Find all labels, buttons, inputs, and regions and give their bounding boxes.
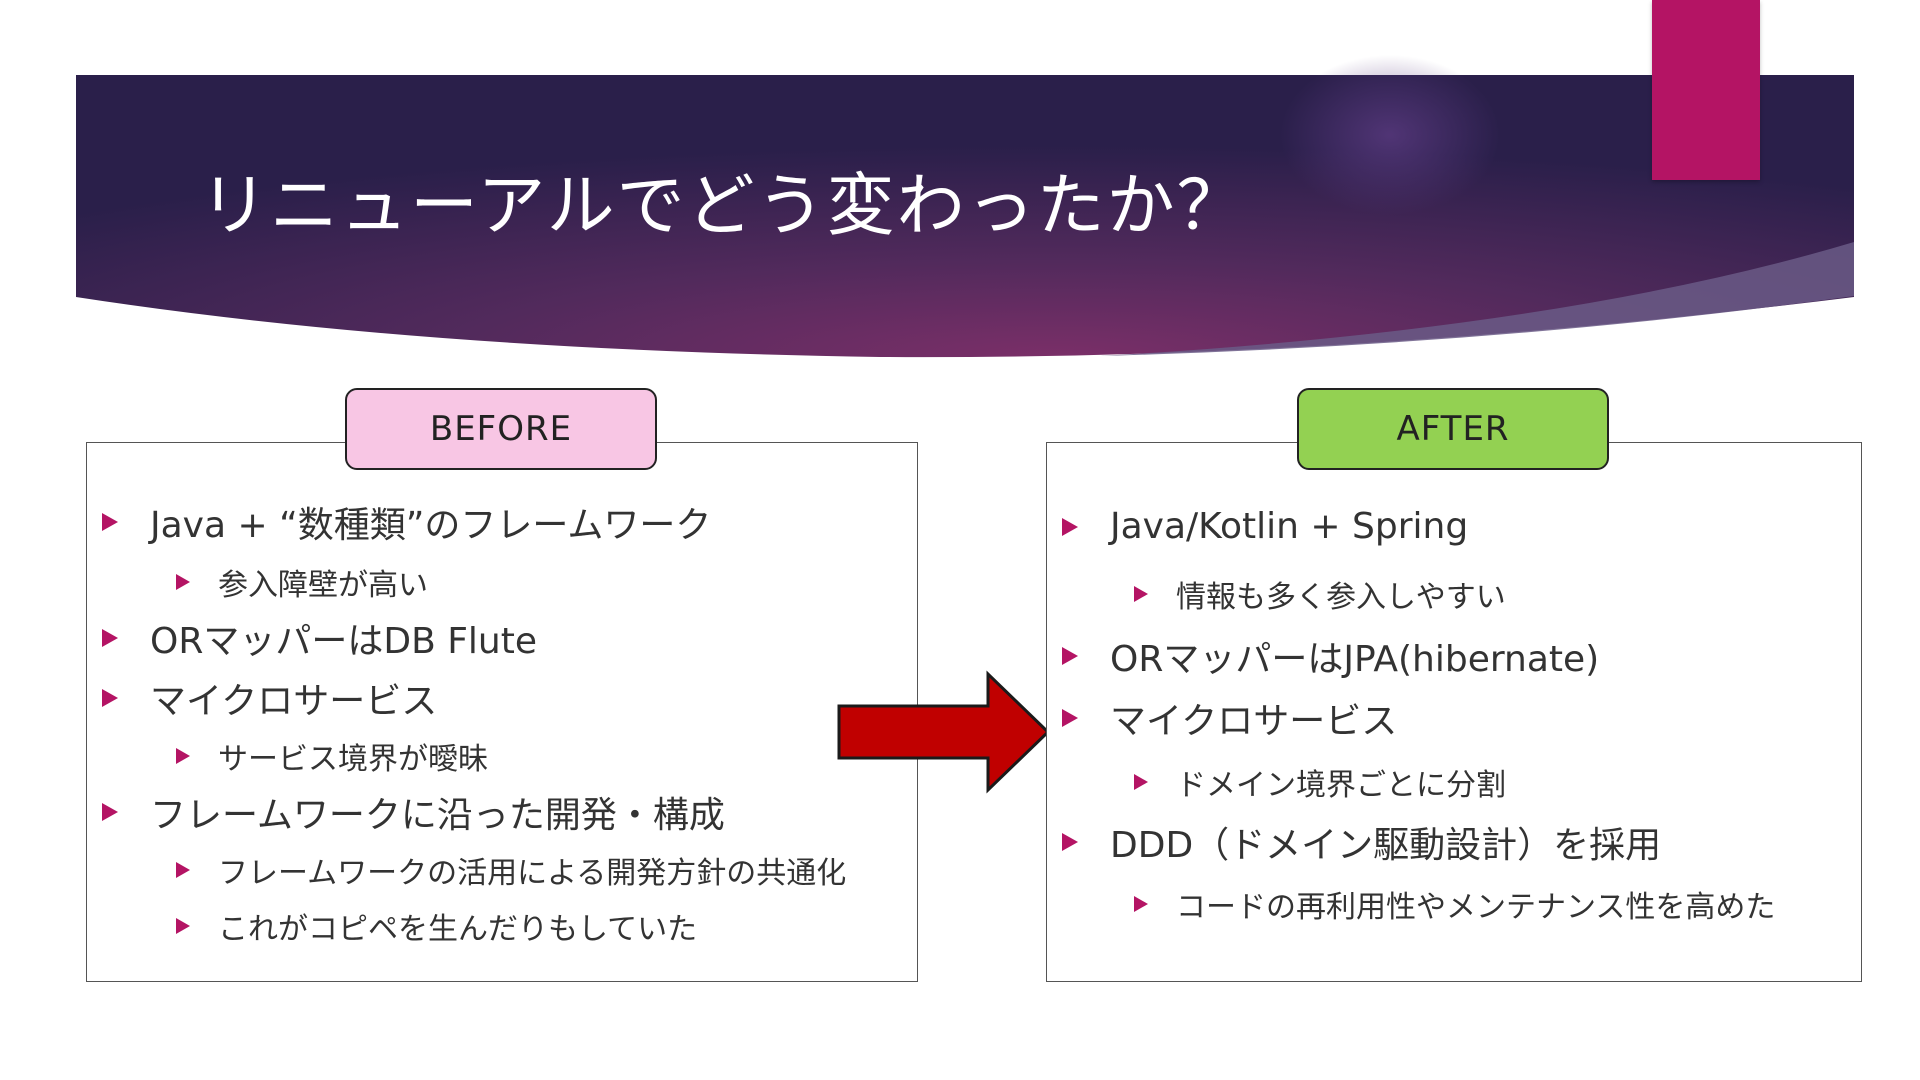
bullet-triangle-icon bbox=[176, 574, 190, 590]
after-label: AFTER bbox=[1297, 388, 1609, 470]
before-item-8: これがコピペを生んだりもしていた bbox=[176, 904, 697, 948]
before-item-6-text: フレームワークに沿った開発・構成 bbox=[150, 795, 725, 836]
after-panel bbox=[1046, 442, 1862, 982]
after-item-3-text: ORマッパーはJPA(hibernate) bbox=[1110, 639, 1600, 680]
bullet-triangle-icon bbox=[1062, 833, 1078, 851]
before-item-1-text: Java + “数種類”のフレームワーク bbox=[150, 505, 712, 546]
after-item-6-text: DDD（ドメイン駆動設計）を採用 bbox=[1110, 825, 1662, 866]
after-item-5-text: ドメイン境界ごとに分割 bbox=[1176, 768, 1506, 803]
after-item-1: Java/Kotlin + Spring bbox=[1062, 506, 1468, 547]
before-item-5: サービス境界が曖昧 bbox=[176, 734, 488, 778]
bullet-triangle-icon bbox=[176, 918, 190, 934]
before-item-2: 参入障壁が高い bbox=[176, 560, 428, 604]
after-item-5: ドメイン境界ごとに分割 bbox=[1134, 760, 1506, 804]
before-item-4-text: マイクロサービス bbox=[150, 681, 438, 722]
title-banner bbox=[76, 55, 1854, 358]
bullet-triangle-icon bbox=[176, 862, 190, 878]
after-item-4-text: マイクロサービス bbox=[1110, 701, 1398, 742]
after-item-7-text: コードの再利用性やメンテナンス性を高めた bbox=[1176, 890, 1776, 925]
after-item-1-text: Java/Kotlin + Spring bbox=[1110, 506, 1469, 547]
bullet-triangle-icon bbox=[1062, 709, 1078, 727]
before-item-1: Java + “数種類”のフレームワーク bbox=[102, 496, 711, 548]
right-arrow-icon bbox=[837, 670, 1051, 794]
before-item-7: フレームワークの活用による開発方針の共通化 bbox=[176, 848, 846, 892]
after-item-6: DDD（ドメイン駆動設計）を採用 bbox=[1062, 816, 1661, 868]
slide-title: リニューアルでどう変わったか？ bbox=[200, 167, 1247, 246]
after-item-4: マイクロサービス bbox=[1062, 692, 1397, 744]
before-item-4: マイクロサービス bbox=[102, 672, 437, 724]
before-panel bbox=[86, 442, 918, 982]
before-item-7-text: フレームワークの活用による開発方針の共通化 bbox=[218, 856, 847, 891]
bullet-triangle-icon bbox=[1062, 517, 1078, 536]
before-item-8-text: これがコピペを生んだりもしていた bbox=[218, 912, 698, 947]
bullet-triangle-icon bbox=[102, 803, 118, 821]
after-item-3: ORマッパーはJPA(hibernate) bbox=[1062, 630, 1599, 682]
before-label: BEFORE bbox=[345, 388, 657, 470]
before-item-3-text: ORマッパーはDB Flute bbox=[150, 621, 538, 662]
after-item-7: コードの再利用性やメンテナンス性を高めた bbox=[1134, 882, 1775, 926]
after-item-2: 情報も多く参入しやすい bbox=[1134, 572, 1506, 616]
bullet-triangle-icon bbox=[102, 513, 118, 531]
before-item-3: ORマッパーはDB Flute bbox=[102, 612, 537, 664]
accent-tab bbox=[1652, 0, 1760, 180]
bullet-triangle-icon bbox=[102, 629, 118, 647]
bullet-triangle-icon bbox=[1134, 896, 1148, 912]
before-item-5-text: サービス境界が曖昧 bbox=[218, 742, 488, 777]
before-item-6: フレームワークに沿った開発・構成 bbox=[102, 786, 725, 838]
bullet-triangle-icon bbox=[1062, 647, 1078, 665]
bullet-triangle-icon bbox=[102, 689, 118, 707]
bullet-triangle-icon bbox=[176, 748, 190, 764]
before-item-2-text: 参入障壁が高い bbox=[218, 568, 428, 603]
bullet-triangle-icon bbox=[1134, 586, 1148, 602]
bullet-triangle-icon bbox=[1134, 774, 1148, 790]
after-item-2-text: 情報も多く参入しやすい bbox=[1176, 580, 1506, 615]
